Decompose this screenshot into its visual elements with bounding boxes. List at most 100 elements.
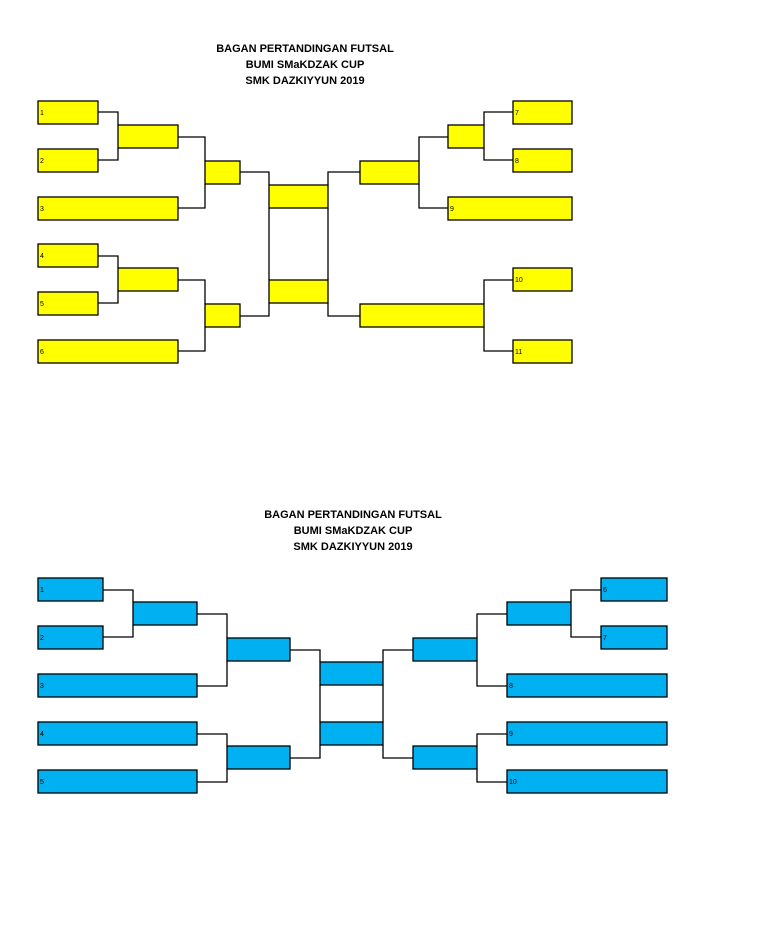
- semifinal-slot: [268, 279, 329, 304]
- bracket-connector: [483, 279, 513, 304]
- slot-number: 3: [40, 206, 44, 213]
- team-slot: [37, 243, 99, 268]
- bracket-connector: [570, 589, 601, 602]
- title-line-3: SMK DAZKIYYUN 2019: [245, 75, 365, 87]
- slot-number: 3: [40, 683, 44, 690]
- bracket-connector: [476, 613, 507, 638]
- slot-number: 5: [40, 779, 44, 786]
- bracket-title-blue: BAGAN PERTANDINGAN FUTSAL BUMI SMaKDZAK …: [253, 507, 453, 555]
- bracket-connector: [418, 136, 448, 161]
- winner-slot: [226, 637, 291, 662]
- slot-number: 7: [515, 110, 519, 117]
- slot-number: 1: [40, 587, 44, 594]
- bracket-connector: [178, 136, 206, 161]
- team-slot: [512, 148, 573, 173]
- slot-number: 6: [40, 349, 44, 356]
- bracket-connector: [197, 733, 228, 746]
- title-line-2: BUMI SMaKDZAK CUP: [245, 59, 365, 71]
- bracket-connector: [476, 769, 507, 783]
- bracket-connector: [197, 661, 228, 687]
- slot-number: 4: [40, 731, 44, 738]
- bracket-connector: [483, 148, 513, 161]
- bracket-connector: [476, 733, 507, 746]
- bracket-connector: [178, 279, 206, 304]
- slot-number: 6: [603, 587, 607, 594]
- team-slot: [506, 673, 668, 698]
- slot-number: 10: [509, 779, 517, 786]
- team-slot: [512, 100, 573, 125]
- winner-slot: [506, 601, 572, 626]
- slot-number: 2: [40, 158, 44, 165]
- slot-number: 8: [515, 158, 519, 165]
- bracket-connector: [382, 745, 413, 759]
- winner-slot: [132, 601, 198, 626]
- bracket-connector: [240, 171, 270, 185]
- slot-number: 11: [515, 349, 522, 356]
- team-slot: [37, 673, 198, 698]
- bracket-connector: [290, 649, 321, 662]
- winner-slot: [359, 303, 485, 328]
- winner-slot: [204, 303, 241, 328]
- slot-number: 9: [450, 206, 454, 213]
- slot-number: 1: [40, 110, 44, 117]
- team-slot: [37, 196, 179, 221]
- slot-number: 5: [40, 301, 44, 308]
- bracket-connector: [382, 649, 413, 662]
- bracket-connector: [103, 625, 134, 638]
- bracket-connector: [483, 111, 513, 125]
- winner-slot: [117, 124, 179, 149]
- bracket-connector: [98, 291, 119, 304]
- slot-number: 8: [509, 683, 513, 690]
- team-slot: [37, 625, 104, 650]
- bracket-connector: [240, 303, 270, 317]
- team-slot: [506, 721, 668, 746]
- winner-slot: [412, 637, 478, 662]
- team-slot: [37, 769, 198, 794]
- team-slot: [37, 100, 99, 125]
- bracket-title-yellow: BAGAN PERTANDINGAN FUTSAL BUMI SMaKDZAK …: [205, 41, 405, 89]
- team-slot: [37, 339, 179, 364]
- bracket-connector: [476, 661, 507, 687]
- team-slot: [37, 148, 99, 173]
- team-slot: [37, 291, 99, 316]
- bracket-connector: [197, 613, 228, 638]
- team-slot: [600, 577, 668, 602]
- winner-slot: [226, 745, 291, 770]
- bracket-connector: [98, 148, 119, 161]
- winner-slot: [204, 160, 241, 185]
- bracket-connector: [98, 255, 119, 268]
- bracket-connector: [103, 589, 134, 602]
- slot-number: 10: [515, 277, 523, 284]
- bracket-connector: [178, 184, 206, 209]
- bracket-connector: [483, 327, 513, 352]
- title-line-3: SMK DAZKIYYUN 2019: [293, 541, 413, 553]
- bracket-connector: [570, 625, 601, 638]
- title-line-1: BAGAN PERTANDINGAN FUTSAL: [216, 43, 394, 55]
- winner-slot: [412, 745, 478, 770]
- semifinal-slot: [268, 184, 329, 209]
- winner-slot: [447, 124, 485, 149]
- slot-number: 2: [40, 635, 44, 642]
- bracket-connector: [418, 184, 448, 209]
- team-slot: [600, 625, 668, 650]
- title-line-2: BUMI SMaKDZAK CUP: [293, 525, 413, 537]
- team-slot: [447, 196, 573, 221]
- title-line-1: BAGAN PERTANDINGAN FUTSAL: [264, 509, 442, 521]
- bracket-connector: [327, 303, 360, 317]
- semifinal-slot: [319, 721, 384, 746]
- semifinal-slot: [319, 661, 384, 686]
- bracket-connector: [197, 769, 228, 783]
- team-slot: [37, 577, 104, 602]
- slot-number: 4: [40, 253, 44, 260]
- slot-number: 9: [509, 731, 513, 738]
- team-slot: [37, 721, 198, 746]
- bracket-connector: [178, 327, 206, 352]
- winner-slot: [117, 267, 179, 292]
- bracket-connector: [290, 745, 321, 759]
- team-slot: [506, 769, 668, 794]
- bracket-connector: [98, 111, 119, 125]
- slot-number: 7: [603, 635, 607, 642]
- bracket-connector: [327, 171, 360, 185]
- winner-slot: [359, 160, 420, 185]
